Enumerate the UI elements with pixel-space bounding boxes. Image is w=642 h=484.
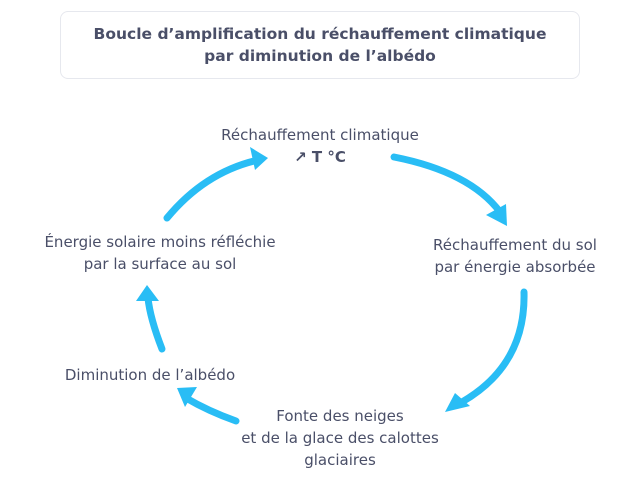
node-text: Fonte des neiges [276, 407, 404, 425]
arrow-fonte-to-albedo [182, 394, 240, 425]
node-text: par la surface au sol [83, 255, 237, 273]
arrow-sol-to-fonte [458, 288, 528, 406]
node-text: Réchauffement du sol [433, 236, 597, 254]
node-rechauffement-sol: Réchauffement du sol par énergie absorbé… [400, 234, 630, 278]
title-line-1: Boucle d’amplification du réchauffement … [93, 25, 547, 43]
arrow-energie-to-rechauffement [163, 156, 262, 222]
node-text: glaciaires [304, 451, 376, 469]
node-text: Diminution de l’albédo [64, 366, 236, 384]
title-line-2: par diminution de l’albédo [204, 47, 436, 65]
node-text: Énergie solaire moins réfléchie [44, 233, 276, 251]
node-text: Réchauffement climatique [221, 126, 419, 144]
node-diminution-albedo: Diminution de l’albédo [40, 364, 260, 386]
arrowhead-1 [250, 147, 268, 170]
node-text: ↗ T °C [294, 148, 346, 166]
arrowhead-2 [486, 204, 507, 226]
arrowhead-3 [445, 393, 470, 412]
node-text: et de la glace des calottes [241, 429, 439, 447]
arrow-albedo-to-energie [144, 294, 166, 353]
arrowhead-4 [177, 387, 197, 407]
arrowhead-5 [136, 285, 159, 301]
node-fonte-neiges: Fonte des neiges et de la glace des calo… [210, 405, 470, 471]
node-energie-solaire: Énergie solaire moins réfléchie par la s… [10, 231, 310, 275]
arrow-rechauffement-to-sol [390, 153, 504, 216]
node-text: par énergie absorbée [434, 258, 596, 276]
title-box: Boucle d’amplification du réchauffement … [60, 11, 580, 79]
node-rechauffement-climatique: Réchauffement climatique ↗ T °C [180, 124, 460, 168]
